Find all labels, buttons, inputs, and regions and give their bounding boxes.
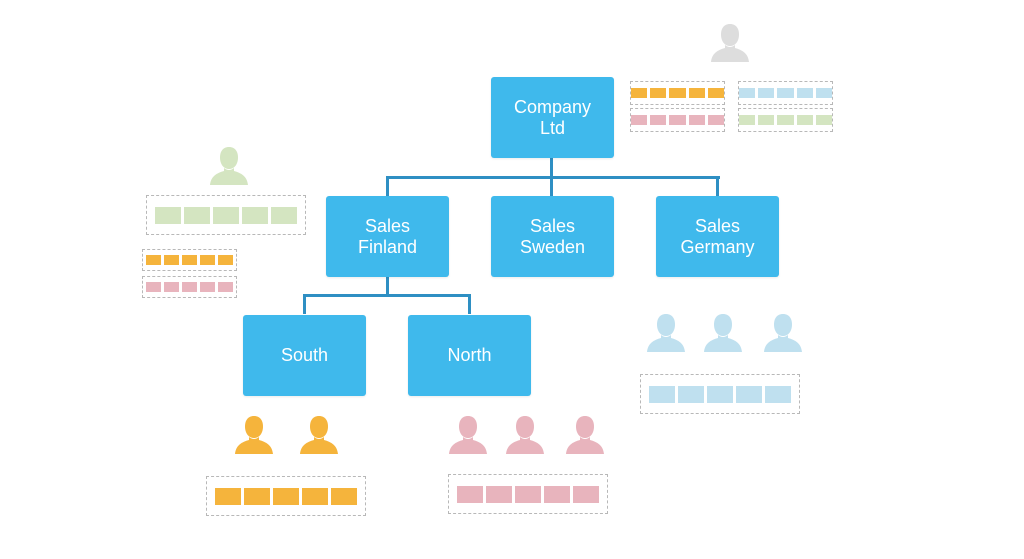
connector-root-down bbox=[550, 158, 553, 178]
person-icon bbox=[703, 312, 743, 354]
node-label: Company bbox=[513, 96, 592, 117]
node-label: South bbox=[280, 345, 329, 365]
bar-cell bbox=[758, 115, 775, 125]
bar-cell bbox=[650, 88, 667, 98]
bar-cell bbox=[650, 115, 667, 125]
bar-cell bbox=[707, 385, 733, 403]
connector-to-sales-sweden bbox=[550, 176, 553, 196]
bar-cell bbox=[669, 115, 686, 125]
bar-cell bbox=[182, 282, 197, 292]
connector-to-north bbox=[468, 294, 471, 314]
person-icon bbox=[505, 414, 545, 456]
bar-cell bbox=[815, 88, 833, 98]
bar-strip-pink bbox=[448, 474, 608, 514]
bar-cell bbox=[457, 485, 483, 503]
connector-to-sales-germany bbox=[716, 176, 719, 196]
connector-finland-down bbox=[386, 277, 389, 295]
bar-cell bbox=[200, 282, 215, 292]
bar-cell bbox=[302, 487, 328, 505]
bar-cell bbox=[486, 485, 512, 503]
bar-cell bbox=[184, 206, 210, 224]
connector-leaf-horizontal bbox=[303, 294, 471, 297]
node-company-ltd[interactable]: Company Ltd bbox=[491, 77, 614, 158]
bar-cell bbox=[707, 88, 725, 98]
bar-cell bbox=[777, 115, 794, 125]
node-label: Sales bbox=[364, 215, 411, 236]
bar-cell bbox=[182, 255, 197, 265]
bar-strip-pink bbox=[142, 276, 237, 298]
bar-cell bbox=[200, 255, 215, 265]
bar-strip-light-blue bbox=[738, 81, 833, 105]
bar-cell bbox=[707, 115, 725, 125]
bar-strip-green bbox=[146, 195, 306, 235]
node-label: Germany bbox=[680, 236, 755, 257]
bar-cell bbox=[669, 88, 686, 98]
bar-strip-orange bbox=[142, 249, 237, 271]
node-sales-germany[interactable]: Sales Germany bbox=[656, 196, 779, 277]
node-label: Ltd bbox=[539, 117, 566, 138]
bar-cell bbox=[273, 487, 299, 505]
node-north[interactable]: North bbox=[408, 315, 531, 396]
bar-cell bbox=[631, 115, 648, 125]
bar-cell bbox=[649, 385, 675, 403]
bar-cell bbox=[796, 115, 813, 125]
node-label: Finland bbox=[357, 236, 418, 257]
bar-cell bbox=[739, 115, 756, 125]
bar-strip-pink bbox=[630, 108, 725, 132]
connector-to-south bbox=[303, 294, 306, 314]
bar-cell bbox=[164, 255, 179, 265]
bar-cell bbox=[739, 88, 756, 98]
bar-cell bbox=[242, 206, 268, 224]
bar-cell bbox=[515, 485, 541, 503]
person-icon bbox=[646, 312, 686, 354]
bar-cell bbox=[146, 282, 161, 292]
bar-cell bbox=[777, 88, 794, 98]
bar-cell bbox=[244, 487, 270, 505]
bar-cell bbox=[796, 88, 813, 98]
bar-cell bbox=[736, 385, 762, 403]
bar-cell bbox=[765, 385, 791, 403]
bar-cell bbox=[678, 385, 704, 403]
person-icon bbox=[565, 414, 605, 456]
bar-cell bbox=[213, 206, 239, 224]
node-label: Sales bbox=[694, 215, 741, 236]
bar-strip-orange bbox=[206, 476, 366, 516]
person-icon bbox=[299, 414, 339, 456]
connector-branch-horizontal bbox=[386, 176, 720, 179]
bar-cell bbox=[631, 88, 648, 98]
bar-cell bbox=[155, 206, 181, 224]
bar-cell bbox=[218, 255, 233, 265]
bar-strip-green bbox=[738, 108, 833, 132]
bar-strip-orange bbox=[630, 81, 725, 105]
node-sales-sweden[interactable]: Sales Sweden bbox=[491, 196, 614, 277]
node-label: North bbox=[447, 345, 492, 365]
person-icon bbox=[234, 414, 274, 456]
bar-strip-light-blue bbox=[640, 374, 800, 414]
bar-cell bbox=[331, 487, 357, 505]
bar-cell bbox=[218, 282, 233, 292]
bar-cell bbox=[164, 282, 179, 292]
person-icon bbox=[209, 145, 249, 187]
bar-cell bbox=[271, 206, 297, 224]
node-label: Sales bbox=[529, 215, 576, 236]
bar-cell bbox=[815, 115, 833, 125]
bar-cell bbox=[688, 115, 705, 125]
bar-cell bbox=[146, 255, 161, 265]
person-icon bbox=[763, 312, 803, 354]
person-icon bbox=[448, 414, 488, 456]
node-south[interactable]: South bbox=[243, 315, 366, 396]
node-sales-finland[interactable]: Sales Finland bbox=[326, 196, 449, 277]
bar-cell bbox=[573, 485, 599, 503]
bar-cell bbox=[688, 88, 705, 98]
bar-cell bbox=[758, 88, 775, 98]
connector-to-sales-finland bbox=[386, 176, 389, 196]
node-label: Sweden bbox=[519, 236, 586, 257]
bar-cell bbox=[544, 485, 570, 503]
person-icon bbox=[710, 22, 750, 64]
bar-cell bbox=[215, 487, 241, 505]
